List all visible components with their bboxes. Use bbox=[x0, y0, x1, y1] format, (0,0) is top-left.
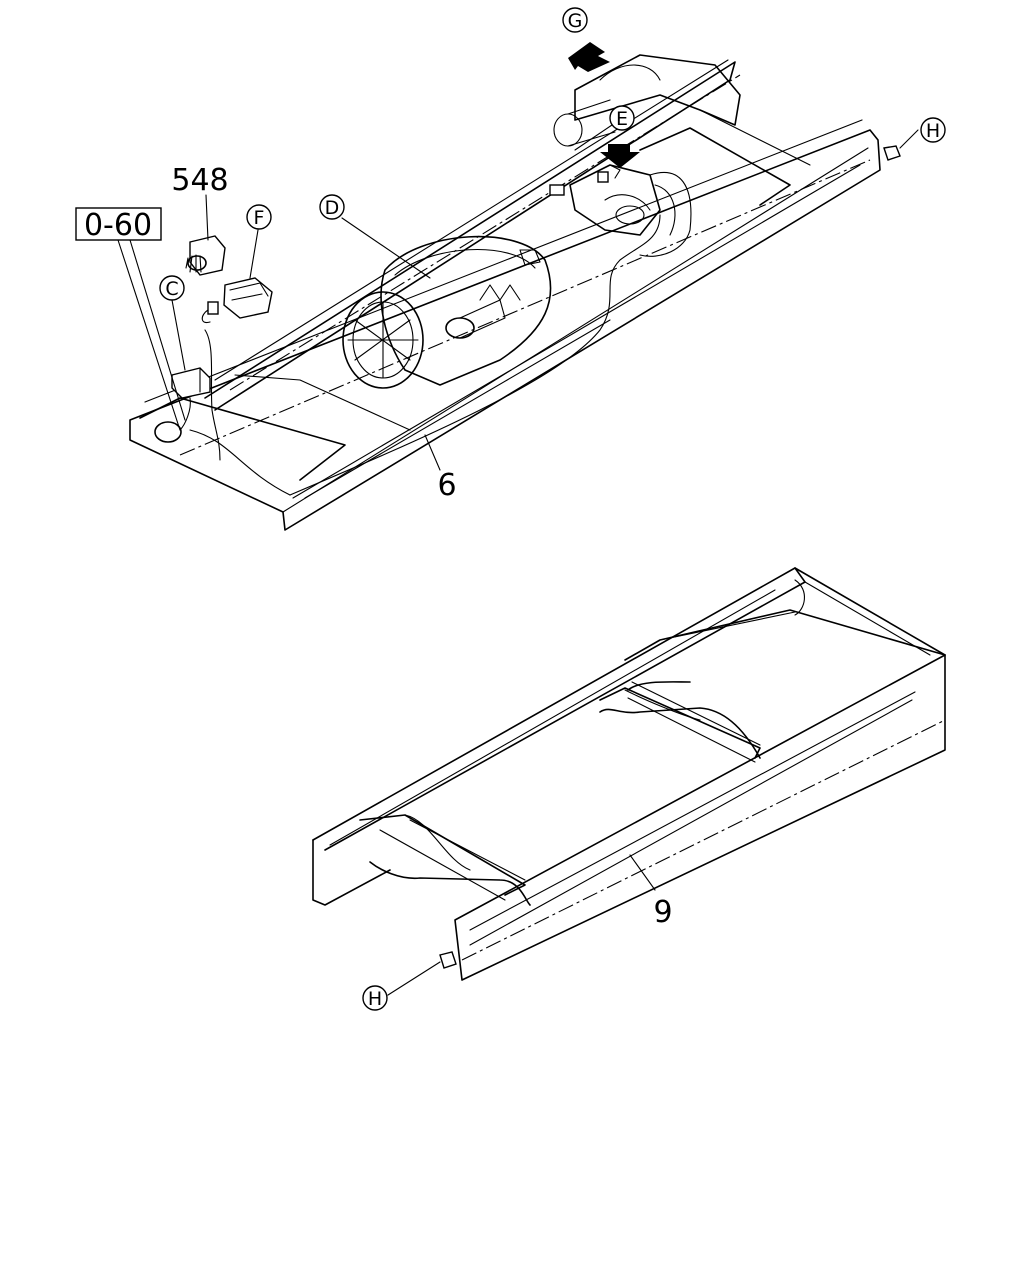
callout-f: F bbox=[246, 204, 272, 230]
view-direction-arrow-icon bbox=[600, 144, 640, 168]
part-548-plug bbox=[185, 235, 226, 276]
callout-d: D bbox=[319, 194, 345, 220]
part-6-label: 6 bbox=[437, 468, 456, 503]
callout-h-bottom: H bbox=[362, 985, 388, 1011]
svg-text:H: H bbox=[926, 120, 940, 142]
connector-f bbox=[201, 277, 273, 324]
ref-box-label: 0-60 bbox=[84, 208, 152, 243]
clip-h-bottom bbox=[439, 951, 457, 969]
svg-text:F: F bbox=[254, 207, 265, 229]
callout-c: C bbox=[159, 275, 185, 301]
svg-text:C: C bbox=[165, 278, 178, 300]
engine-unit bbox=[342, 235, 552, 389]
svg-text:G: G bbox=[568, 10, 583, 32]
lower-frame-assembly bbox=[312, 567, 946, 996]
svg-text:D: D bbox=[325, 197, 340, 219]
svg-text:H: H bbox=[368, 988, 382, 1010]
upper-frame-assembly bbox=[117, 42, 919, 531]
callout-h-top: H bbox=[920, 117, 946, 143]
svg-text:E: E bbox=[616, 108, 628, 130]
ref-box bbox=[75, 207, 162, 241]
callout-e: E bbox=[609, 105, 635, 131]
callout-g: G bbox=[562, 7, 588, 33]
grommet bbox=[154, 421, 182, 443]
connector-c bbox=[171, 367, 211, 431]
view-direction-arrow-icon bbox=[568, 42, 610, 72]
rear-pump-unit bbox=[549, 164, 692, 257]
part-9-label: 9 bbox=[653, 895, 672, 930]
part-548-label: 548 bbox=[171, 163, 228, 198]
clip-h-top bbox=[883, 145, 901, 161]
